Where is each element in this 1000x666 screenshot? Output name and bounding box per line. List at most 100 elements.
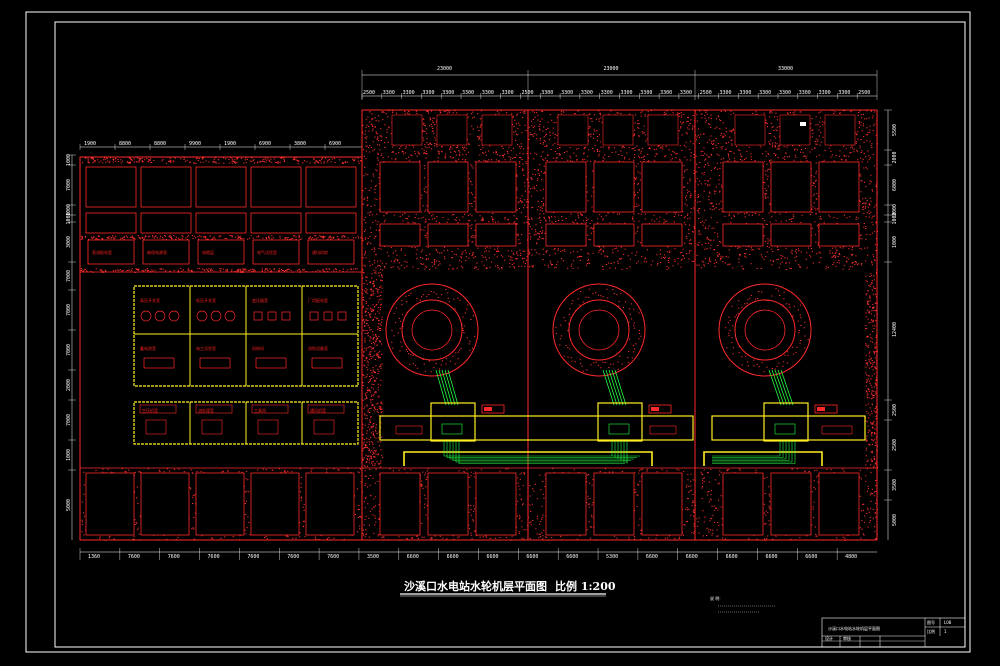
storage-bay [85,166,137,208]
room-box [87,239,135,265]
inner-frame [54,21,966,648]
gallery-corridor [711,415,866,441]
dim-right: 2000 [892,151,898,163]
equipment [140,310,152,322]
dim-top-detail: 3300 [819,90,831,96]
concrete-hatch [81,157,362,164]
draft-tube-bay [195,472,245,536]
turbine-unit [385,283,505,442]
dim-left: 7000 [66,304,72,316]
dim-top-detail: 3300 [422,90,434,96]
draft-tube-bay [770,472,812,536]
storage-bay [305,212,357,234]
cable-tray [444,369,456,406]
gate-slot [475,223,517,247]
draft-tube-bay [305,472,355,536]
gate-slot [641,223,683,247]
room-label: 蓄电池室 [140,345,156,351]
title-block-field-1: 图号 [927,619,935,625]
equipment [651,407,659,411]
dim-left-top: 1900 [224,141,236,147]
dim-top-detail: 3300 [838,90,850,96]
equipment [648,404,672,414]
gate-slot [379,161,421,213]
cable-tray [611,369,624,406]
gate-slot [427,161,469,213]
equipment [154,310,166,322]
storage-bay [85,212,137,234]
cable-tray [771,369,785,406]
cable-run [452,441,631,461]
dim-top-detail: 3300 [779,90,791,96]
room-label: 直流配电室 [92,249,112,255]
gate-slot [545,223,587,247]
gate-slot [770,161,812,213]
dim-right: 6000 [892,179,898,191]
room-box [197,239,245,265]
dim-bottom: 6600 [805,554,817,560]
equipment [257,419,279,435]
draft-tube-bay [250,472,300,536]
dim-right: 1000 [892,236,898,248]
dim-left-top: 6900 [329,141,341,147]
gallery-corridor [379,415,694,441]
gate-slot [770,223,812,247]
equipment [313,419,335,435]
equipment [201,419,223,435]
equipment [199,357,231,369]
storage-bay [195,212,247,234]
dim-bottom: 5300 [606,554,618,560]
dim-right: 2000 [892,204,898,216]
turbine-units [379,122,866,466]
room-label: 高压开关室 [140,297,160,303]
gate-slot [722,223,764,247]
cable-tray [780,369,794,406]
dim-left: 5000 [66,499,72,511]
gate-slot [641,161,683,213]
draft-tube-bay [593,472,635,536]
dim-bottom: 7600 [287,554,299,560]
runner [578,309,620,351]
dim-bottom: 1360 [88,554,100,560]
dim-bottom: 4800 [845,554,857,560]
dim-top-overall: 33000 [778,66,793,72]
turbine-unit [552,283,672,442]
intake-opening [779,114,811,146]
room-label: 电工试验室 [196,345,216,351]
storage-bay [250,166,302,208]
room-label: 变压器室 [252,297,268,303]
equipment [224,310,236,322]
dim-top-detail: 3300 [799,90,811,96]
room-label: 机修间 [252,345,264,351]
dim-left: 7000 [66,270,72,282]
dim-left: 1000 [66,449,72,461]
dim-right: 12400 [892,322,898,337]
gate-slot [545,161,587,213]
cable-run [712,441,787,460]
dim-bottom: 7600 [128,554,140,560]
intake-opening [824,114,856,146]
draft-tube-bay [379,472,421,536]
gate-slot [593,223,635,247]
room-label: 油处理室 [198,407,214,413]
intake-opening [481,114,513,146]
bus-duct [703,451,823,466]
room-label: 工具间 [254,407,266,413]
cable-tray [777,369,791,406]
cable-run [458,441,625,464]
dim-top-detail: 3300 [383,90,395,96]
room-label-box [251,404,289,414]
dim-top-detail: 3300 [442,90,454,96]
junction-box [441,423,463,435]
dim-top-detail: 3300 [621,90,633,96]
equipment [143,357,175,369]
draft-tube-bay [475,472,517,536]
room-box [307,239,355,265]
drawing-scale: 比例 1:200 [555,579,616,593]
dim-right: 5500 [892,124,898,136]
title-block-value-2: 1 [944,629,947,634]
equipment [145,419,167,435]
equipment [817,407,825,411]
dim-bottom: 7600 [247,554,259,560]
unit-gallery [430,402,476,442]
